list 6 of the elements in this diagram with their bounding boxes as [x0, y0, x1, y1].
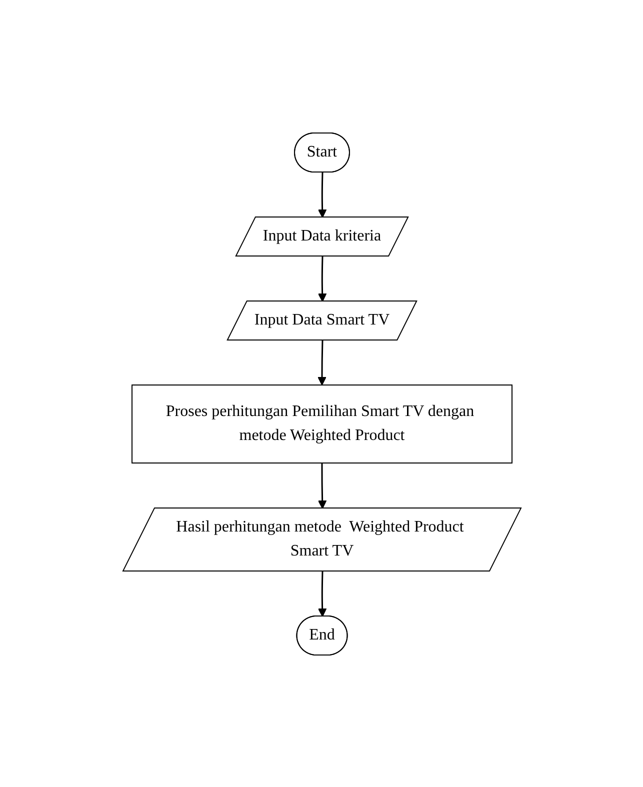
arrow: [317, 340, 326, 385]
arrow: [317, 172, 326, 218]
node-box: Proses perhitungan Pemilihan Smart TV dengan metode Weighted Product: [131, 384, 512, 463]
arrow: [317, 256, 326, 302]
arrow: [317, 462, 326, 508]
arrow: [317, 570, 326, 616]
